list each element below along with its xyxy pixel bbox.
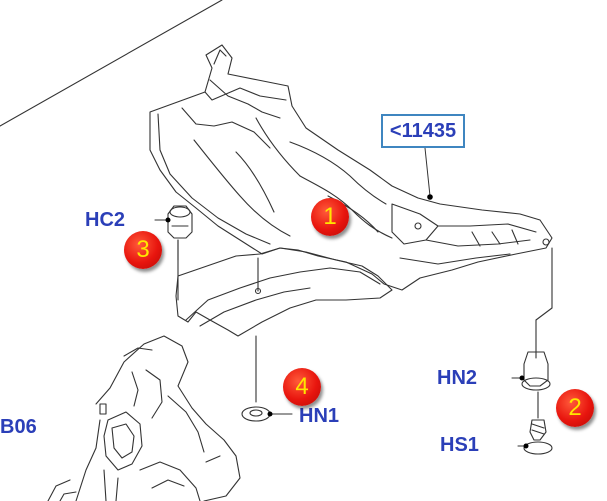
part-label-hn1[interactable]: HN1 [299,405,340,427]
reference-box[interactable]: <11435 [381,114,465,148]
hc2-clip [154,205,193,239]
callout-badge-4: 4 [283,368,321,406]
callout-badge-1: 1 [311,198,349,236]
part-label-hn2[interactable]: HN2 [437,367,478,389]
part-label-hs1[interactable]: HS1 [440,434,479,456]
hn2-hs1-fasteners [511,247,553,455]
callout-badge-3: 3 [124,231,162,269]
part-label-b06[interactable]: B06 [0,416,37,438]
callout-badge-2: 2 [556,389,594,427]
lower-channel-panel [175,239,393,337]
body-panel-edge [0,0,223,127]
part-label-hc2[interactable]: HC2 [85,209,126,231]
ref-leader [424,147,431,197]
subframe-structure [47,335,241,501]
under-cover-shield [149,44,553,291]
